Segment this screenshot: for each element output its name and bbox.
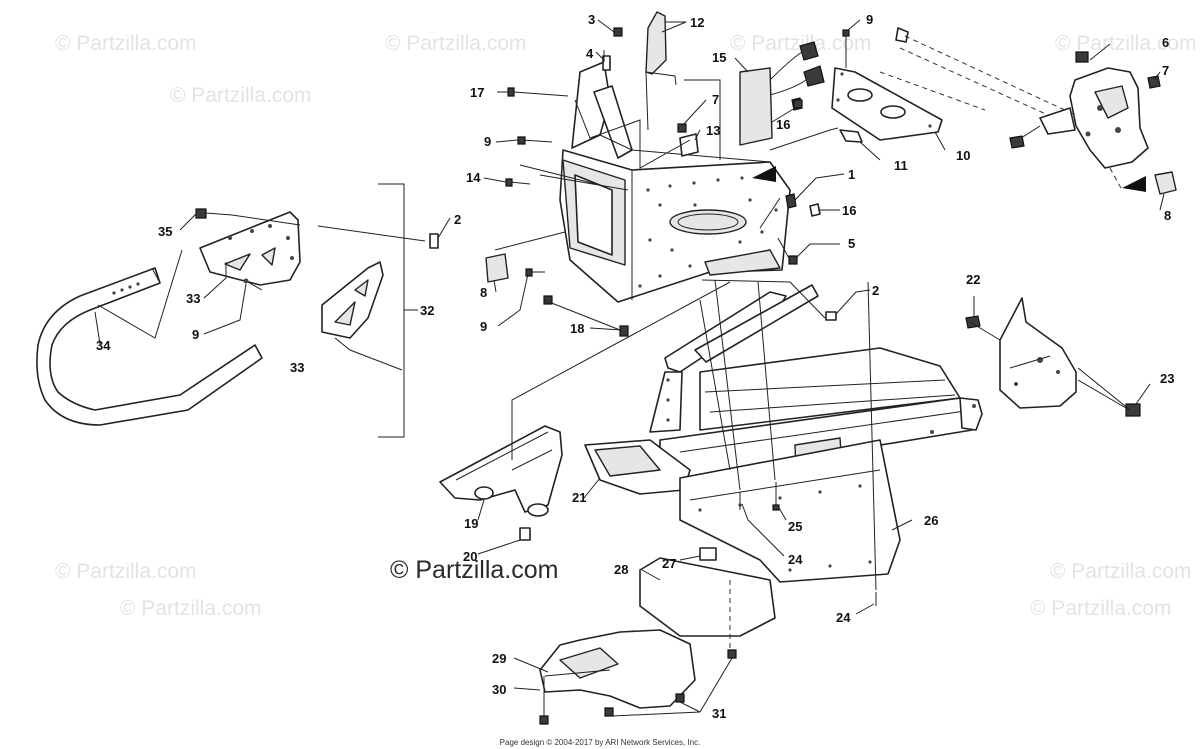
page-footer: Page design © 2004-2017 by ARI Network S… <box>499 738 701 747</box>
callout-20: 20 <box>463 549 477 564</box>
pin-24 <box>739 492 877 606</box>
callout-8a: 8 <box>480 285 487 300</box>
watermark-prominent: © Partzilla.com <box>390 556 558 584</box>
clip-27 <box>699 547 717 561</box>
callout-34: 34 <box>96 338 111 353</box>
bolt-35 <box>195 208 301 226</box>
callout-16b: 16 <box>776 117 790 132</box>
callout-26: 26 <box>924 513 938 528</box>
screws-31 <box>604 649 737 717</box>
skid-plate-28 <box>639 557 776 660</box>
callout-21: 21 <box>572 490 586 505</box>
callout-18: 18 <box>570 321 584 336</box>
watermark-text: © Partzilla.com <box>120 597 262 620</box>
callout-24a: 24 <box>788 552 803 567</box>
long-bar <box>879 27 1083 126</box>
callout-2a: 2 <box>454 212 461 227</box>
watermark-text: © Partzilla.com <box>55 560 197 583</box>
hardware-small <box>429 27 837 337</box>
callout-19: 19 <box>464 516 478 531</box>
callout-9b: 9 <box>484 134 491 149</box>
watermark-text: © Partzilla.com <box>1050 560 1192 583</box>
callout-33a: 33 <box>186 291 200 306</box>
callout-35: 35 <box>158 224 172 239</box>
callout-23: 23 <box>1160 371 1174 386</box>
callout-7b: 7 <box>1162 63 1169 78</box>
callout-31: 31 <box>712 706 726 721</box>
callout-30: 30 <box>492 682 506 697</box>
callout-4: 4 <box>586 46 594 61</box>
watermark-text: © Partzilla.com <box>1030 597 1172 620</box>
bumper-bracket-33-upper <box>199 211 301 286</box>
callout-9a: 9 <box>866 12 873 27</box>
bracket-19 <box>439 425 563 517</box>
side-plate-22 <box>965 297 1077 409</box>
group-bracket-32 <box>378 183 405 438</box>
callout-32: 32 <box>420 303 434 318</box>
bumper-bracket-33-lower <box>321 261 384 339</box>
watermark-text: © Partzilla.com <box>1055 32 1197 55</box>
watermark-text: © Partzilla.com <box>170 84 312 107</box>
watermark-text: © Partzilla.com <box>55 32 197 55</box>
callout-7a: 7 <box>712 92 719 107</box>
flap-12 <box>645 11 677 86</box>
bolt-30 <box>539 676 549 725</box>
bracket-assembly-6 <box>1009 51 1177 195</box>
callout-22: 22 <box>966 272 980 287</box>
watermark-text: © Partzilla.com <box>730 32 872 55</box>
callout-2b: 2 <box>872 283 879 298</box>
callout-numbers: 3 4 12 15 17 7 9 13 16 9 10 11 14 1 16 5… <box>96 12 1174 721</box>
callout-6: 6 <box>1162 35 1169 50</box>
lower-bracket-29 <box>539 629 696 709</box>
callout-12: 12 <box>690 15 704 30</box>
direction-arrow <box>1122 176 1146 192</box>
callout-15: 15 <box>712 50 726 65</box>
callout-3: 3 <box>588 12 595 27</box>
callout-11: 11 <box>894 158 908 173</box>
callout-14: 14 <box>466 170 481 185</box>
callout-29: 29 <box>492 651 506 666</box>
callout-25: 25 <box>788 519 802 534</box>
pin-9-bracket <box>243 278 263 291</box>
background-watermarks: © Partzilla.com © Partzilla.com © Partzi… <box>55 32 1197 620</box>
callout-9d: 9 <box>192 327 199 342</box>
callout-16a: 16 <box>842 203 856 218</box>
bolt-23 <box>1077 379 1141 417</box>
skid-plate-26 <box>679 439 901 583</box>
leader-lines <box>94 19 1165 717</box>
bolt-25 <box>772 482 780 511</box>
callout-5: 5 <box>848 236 855 251</box>
callout-24b: 24 <box>836 610 851 625</box>
pin-20 <box>519 527 531 541</box>
callout-33b: 33 <box>290 360 304 375</box>
watermark-text: © Partzilla.com <box>385 32 527 55</box>
main-frame-21 <box>584 284 983 495</box>
callout-1: 1 <box>848 167 855 182</box>
callout-17: 17 <box>470 85 484 100</box>
callout-28: 28 <box>614 562 628 577</box>
direction-arrow <box>752 166 776 182</box>
callout-27: 27 <box>662 556 676 571</box>
callout-9c: 9 <box>480 319 487 334</box>
bumper-tube-34 <box>36 267 263 426</box>
plate-10 <box>831 67 943 141</box>
callout-10: 10 <box>956 148 970 163</box>
callout-8b: 8 <box>1164 208 1171 223</box>
clip-11 <box>839 129 863 143</box>
wiring-harness-15 <box>739 41 825 146</box>
callout-13: 13 <box>706 123 720 138</box>
screw-9-top <box>842 29 850 46</box>
